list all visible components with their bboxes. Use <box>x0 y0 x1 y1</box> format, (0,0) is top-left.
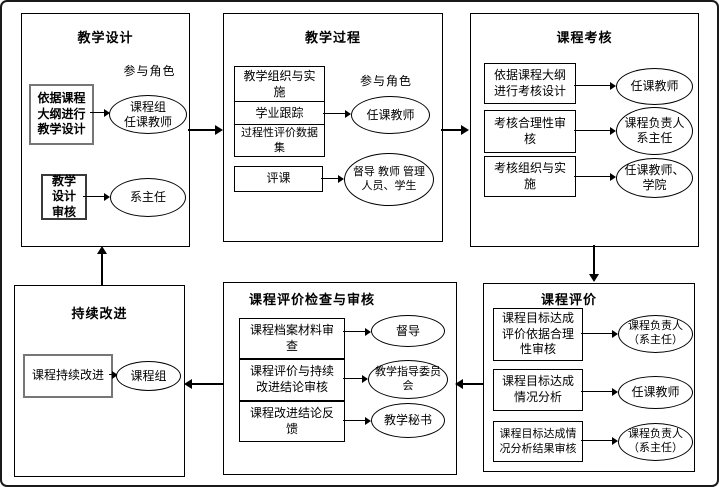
arrow-right-icon <box>581 330 618 338</box>
arrow-right-icon <box>581 437 618 445</box>
step-box-assessment-rationality-review: 考核合理性审 核 <box>484 110 576 153</box>
role-label: 参与角色 <box>359 74 412 88</box>
role-ellipse-course-teachers: 任课教师 <box>618 376 693 409</box>
step-box-evaluation-basis-rationality-review: 课程目标达成 评价依据合理 性审核 <box>493 308 583 361</box>
arrow-right-icon <box>574 82 616 90</box>
role-ellipse-teaching-steering-committee: 教学指导委员 会 <box>368 360 448 399</box>
role-ellipse-course-group-teachers: 课程组 任课教师 <box>109 95 187 134</box>
role-ellipse-course-teachers: 任课教师 <box>616 68 693 105</box>
step-box-course-continuous-improvement: 课程持续改进 <box>23 354 113 398</box>
arrow-evaluation-to-review-icon <box>455 379 483 389</box>
section-course-evaluation: 课程评价 课程目标达成 评价依据合理 性审核 课程负责人 （系主任） 课程目标达… <box>483 283 695 472</box>
section-title-evaluation-review: 课程评价检查与审核 <box>249 292 376 307</box>
arrow-right-icon <box>343 375 368 383</box>
section-teaching-design: 教学设计 参与角色 依据课程 大纲进行 教学设计 课程组 任课教师 教学 设计 … <box>21 13 190 247</box>
role-ellipse-teachers-college: 任课教师、 学院 <box>616 158 693 198</box>
step-box-process-evaluation-data: 过程性评价数据 集 <box>234 124 325 157</box>
step-box-teaching-organization: 教学组织与实 施 <box>234 66 325 104</box>
role-ellipse-course-teachers: 任课教师 <box>351 96 430 134</box>
step-box-archive-material-review: 课程档案材料审 查 <box>239 318 345 359</box>
arrow-right-icon <box>343 328 371 336</box>
arrow-right-icon <box>574 127 616 135</box>
step-box-analysis-result-review: 课程目标达成情 况分析结果审核 <box>493 421 583 462</box>
step-box-design-review: 教学 设计 审核 <box>41 174 87 220</box>
role-ellipse-course-group: 课程组 <box>116 361 181 391</box>
section-continuous-improvement: 持续改进 课程持续改进 课程组 <box>14 285 185 477</box>
role-ellipse-supervisors-teachers-staff-students: 督导 教师 管理 人员、学生 <box>344 153 434 206</box>
step-box-design-per-outline: 依据课程 大纲进行 教学设计 <box>29 84 94 145</box>
role-ellipse-course-leader-dept-head: 课程负责人 （系主任） <box>618 315 693 353</box>
role-ellipse-dept-head: 系主任 <box>110 178 186 217</box>
role-ellipse-course-leader-dept-head: 课程负责人 系主任 <box>616 107 693 155</box>
step-box-assessment-implementation: 考核组织与实 施 <box>484 156 576 197</box>
role-ellipse-course-leader-dept-head: 课程负责人 （系主任） <box>618 423 693 461</box>
arrow-right-icon <box>343 417 371 425</box>
section-teaching-process: 教学过程 参与角色 教学组织与实 施 学业跟踪 过程性评价数据 集 任课教师 评… <box>223 13 443 242</box>
step-box-lesson-evaluation: 评课 <box>234 166 323 192</box>
section-title-continuous-improvement: 持续改进 <box>71 306 128 321</box>
arrow-right-icon <box>574 173 616 181</box>
step-box-improvement-conclusion-feedback: 课程改进结论反 馈 <box>239 401 345 442</box>
step-box-academic-tracking: 学业跟踪 <box>234 101 325 127</box>
arrow-right-icon <box>90 109 110 117</box>
section-evaluation-review: 课程评价检查与审核 课程档案材料审 查 督导 课程评价与持续 改进结论审核 教学… <box>223 282 457 475</box>
arrow-right-icon <box>109 371 118 379</box>
step-box-evaluation-conclusion-review: 课程评价与持续 改进结论审核 <box>239 359 345 401</box>
arrow-design-to-process-icon <box>188 125 223 135</box>
section-title-teaching-process: 教学过程 <box>304 30 361 45</box>
section-title-course-assessment: 课程考核 <box>556 30 613 45</box>
section-title-teaching-design: 教学设计 <box>77 30 134 45</box>
arrow-right-icon <box>83 193 110 201</box>
arrow-improvement-to-design-icon <box>97 246 107 285</box>
arrow-right-icon <box>321 175 344 183</box>
arrow-process-to-assessment-icon <box>441 125 469 135</box>
arrow-right-icon <box>581 388 618 396</box>
step-box-objective-achievement-analysis: 课程目标达成 情况分析 <box>493 369 583 411</box>
role-ellipse-teaching-secretary: 教学秘书 <box>371 403 445 438</box>
arrow-assessment-to-evaluation-icon <box>589 245 599 282</box>
role-label: 参与角色 <box>123 64 176 78</box>
arrow-right-icon <box>323 110 351 118</box>
section-title-course-evaluation: 课程评价 <box>540 292 597 307</box>
section-course-assessment: 课程考核 依据课程大纲 进行考核设计 任课教师 考核合理性审 核 课程负责人 系… <box>470 13 699 247</box>
arrow-review-to-improvement-icon <box>184 379 223 389</box>
step-box-assessment-design: 依据课程大纲 进行考核设计 <box>484 63 576 104</box>
role-ellipse-supervisor: 督导 <box>371 315 445 347</box>
